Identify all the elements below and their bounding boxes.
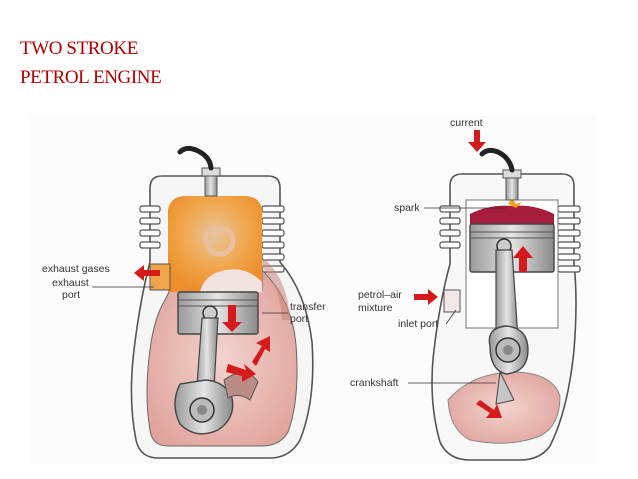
label-crankshaft: crankshaft xyxy=(350,377,399,389)
right-crankshaft xyxy=(488,325,529,405)
crank-rotate-arrow-right-icon xyxy=(476,400,502,418)
label-transfer-port-2: port xyxy=(290,313,308,325)
label-petrol-air-1: petrol–air xyxy=(358,289,402,301)
transfer-up-arrow-icon xyxy=(252,336,270,366)
title-line-2: PETROL ENGINE xyxy=(20,67,162,88)
right-piston xyxy=(469,223,555,273)
current-arrow-icon xyxy=(468,130,486,152)
exhaust-arrow-icon xyxy=(134,265,160,281)
label-exhaust-port-1: exhaust xyxy=(52,277,89,289)
right-inlet-port xyxy=(443,289,461,313)
inlet-arrow-icon xyxy=(414,289,438,305)
right-compressed-charge xyxy=(470,205,554,224)
leader-inlet-port xyxy=(445,309,457,325)
label-petrol-air-2: mixture xyxy=(358,302,393,314)
label-current: current xyxy=(450,117,483,129)
right-engine: current spark petrol–air mixture inlet p… xyxy=(350,117,581,461)
left-flow-arrows xyxy=(134,265,270,382)
label-inlet-port: inlet port xyxy=(398,318,438,330)
piston-up-arrow-icon xyxy=(513,246,533,272)
left-engine: exhaust gases exhaust port transfer port xyxy=(42,145,326,459)
label-spark: spark xyxy=(394,202,420,214)
title-line-1: TWO STROKE xyxy=(20,38,138,59)
right-flow-arrows xyxy=(414,130,533,418)
left-crankshaft xyxy=(174,372,259,435)
slide-title: TWO STROKE PETROL ENGINE xyxy=(20,34,162,92)
piston-down-arrow-icon xyxy=(222,305,242,332)
crank-rotate-arrow-icon xyxy=(226,364,256,382)
left-combustion-chamber xyxy=(168,196,262,292)
left-swirl xyxy=(202,225,236,257)
left-cooling-fins-left xyxy=(139,205,161,249)
left-exhaust-port xyxy=(149,263,171,291)
right-cooling-fins-left xyxy=(439,205,461,249)
label-exhaust-port-2: port xyxy=(62,289,80,301)
label-transfer-port-1: transfer xyxy=(290,301,326,313)
left-fresh-charge xyxy=(200,269,262,292)
right-spark-plug xyxy=(479,147,522,201)
left-spark-plug xyxy=(177,145,221,197)
label-exhaust-gases: exhaust gases xyxy=(42,263,110,275)
